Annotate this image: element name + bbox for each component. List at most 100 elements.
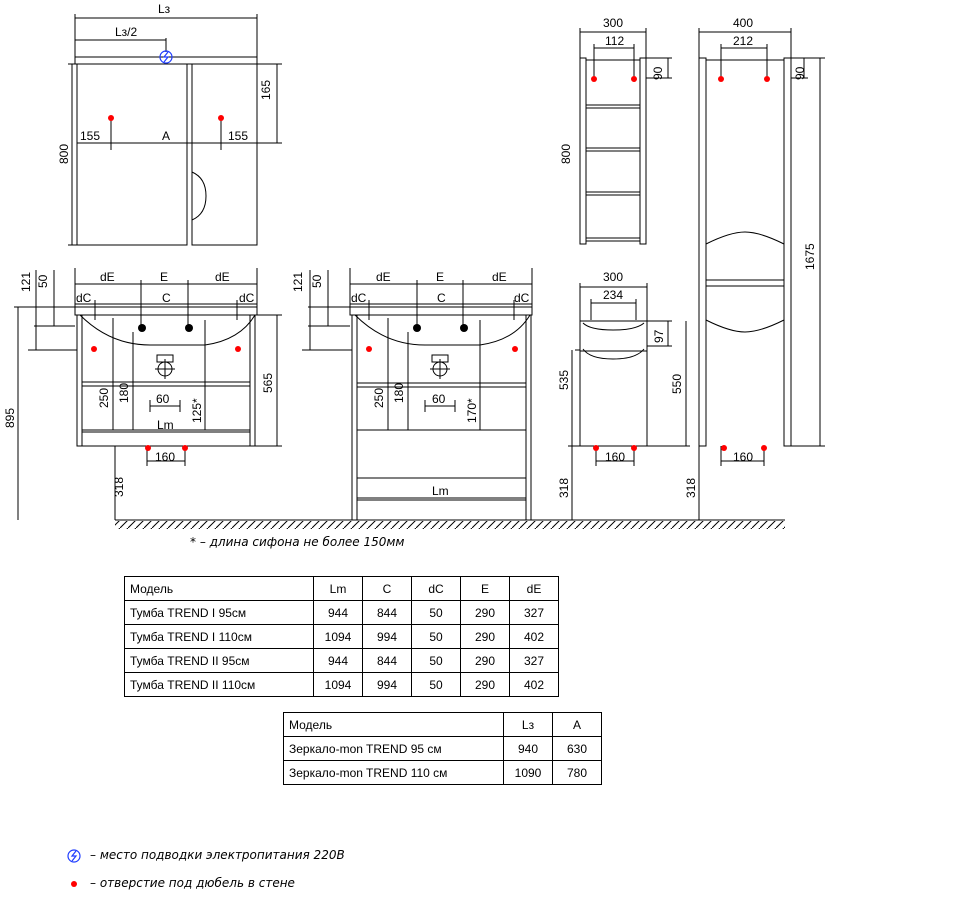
dim-v2-250: 250 — [372, 388, 386, 408]
red-dot-icon — [721, 445, 727, 451]
red-dot-icon — [512, 346, 518, 352]
red-dot-icon — [91, 346, 97, 352]
table-header-cell: dE — [509, 576, 559, 601]
dim-v1-121: 121 — [19, 272, 33, 292]
dim-v1-125: 125* — [190, 398, 204, 423]
siphon-footnote: * – длина сифона не более 150мм — [190, 535, 404, 549]
table-cell: 844 — [362, 600, 412, 625]
dim-v1-dE-left: dE — [100, 270, 115, 284]
table-cell: 994 — [362, 624, 412, 649]
dim-mirror-height: 800 — [57, 144, 71, 164]
table-header-cell: dC — [411, 576, 461, 601]
dim-shelf-holes: 112 — [605, 34, 624, 48]
legend-hole-icon — [71, 881, 77, 887]
table-row: Тумба TREND I 95см 944 844 50 290 327 — [124, 600, 559, 625]
table-cell: 844 — [362, 648, 412, 673]
table-row: Тумба TREND I 110см 1094 994 50 290 402 — [124, 624, 559, 649]
dim-v1-C: C — [162, 291, 171, 305]
dim-wall-535: 535 — [557, 370, 571, 390]
vanity-cabinet-type2 — [302, 268, 533, 521]
red-dot-icon — [718, 76, 724, 82]
legend-power-icon — [67, 849, 81, 863]
dim-v2-C: C — [437, 291, 446, 305]
dim-mirror-width: Lз — [158, 2, 171, 16]
dim-v1-E: E — [160, 270, 168, 284]
table-cell: 402 — [509, 624, 559, 649]
dim-v2-Lm: Lm — [432, 484, 449, 498]
dim-v1-60: 60 — [156, 392, 170, 406]
red-dot-icon — [182, 445, 188, 451]
dim-mirror-A: A — [162, 129, 170, 143]
dim-v2-E: E — [436, 270, 444, 284]
power-outlet-icon — [159, 50, 173, 64]
table-header-row: Модель Lm C dC E dE — [124, 576, 559, 601]
table-cell: 994 — [362, 672, 412, 697]
wall-cabinet-side — [568, 283, 690, 520]
table-cell: 290 — [460, 672, 510, 697]
table-header-cell: Модель — [124, 576, 314, 601]
dim-wall-318: 318 — [557, 478, 571, 498]
red-dot-icon — [218, 115, 224, 121]
dim-v1-318: 318 — [112, 477, 126, 497]
dim-v2-50: 50 — [310, 274, 324, 288]
dim-v2-dE-left: dE — [376, 270, 391, 284]
table-row: Зеркало-mon TREND 95 см 940 630 — [283, 736, 602, 761]
dim-tall-width: 400 — [733, 16, 753, 30]
dim-wall-holes: 234 — [603, 288, 623, 302]
dim-v1-50: 50 — [36, 274, 50, 288]
dim-v1-Lm: Lm — [157, 418, 174, 432]
dim-wall-160: 160 — [605, 450, 625, 464]
dim-wall-550: 550 — [670, 374, 684, 394]
dim-tall-bottom-160: 160 — [733, 450, 753, 464]
table-cell: 402 — [509, 672, 559, 697]
cabinet-dimensions-table: Модель Lm C dC E dE Тумба TREND I 95см 9… — [124, 576, 559, 697]
vanity-cabinet-type1 — [14, 268, 282, 520]
dim-v1-dE-right: dE — [215, 270, 230, 284]
table-row: Тумба TREND II 110см 1094 994 50 290 402 — [124, 672, 559, 697]
table-cell: Тумба TREND I 95см — [124, 600, 314, 625]
dim-v2-dC-right: dC — [514, 291, 530, 305]
red-dot-icon — [631, 76, 637, 82]
table-cell: 290 — [460, 624, 510, 649]
dim-v1-dC-left: dC — [76, 291, 92, 305]
legend-hole-label: – отверстие под дюбель в стене — [90, 876, 295, 890]
tall-cabinet-front — [698, 28, 825, 520]
table-cell: 290 — [460, 600, 510, 625]
red-dot-icon — [366, 346, 372, 352]
dim-v2-dE-right: dE — [492, 270, 507, 284]
table-cell: Тумба TREND II 110см — [124, 672, 314, 697]
table-cell: 944 — [313, 648, 363, 673]
tap-hole-icon — [185, 324, 193, 332]
dim-v2-60: 60 — [432, 392, 446, 406]
table-cell: 1094 — [313, 624, 363, 649]
table-cell: 944 — [313, 600, 363, 625]
table-cell: 290 — [460, 648, 510, 673]
table-cell: 630 — [552, 736, 602, 761]
table-cell: Тумба TREND I 110см — [124, 624, 314, 649]
dim-tall-floor-318: 318 — [684, 478, 698, 498]
table-row: Зеркало-mon TREND 110 см 1090 780 — [283, 760, 602, 785]
table-cell: 327 — [509, 600, 559, 625]
dim-v1-dC-right: dC — [239, 291, 255, 305]
dim-tall-height: 1675 — [803, 243, 817, 270]
dim-mirror-half: Lз/2 — [115, 25, 138, 39]
red-dot-icon — [593, 445, 599, 451]
table-cell: 50 — [411, 600, 461, 625]
table-header-row: Модель Lз A — [283, 712, 602, 737]
table-cell: 1090 — [503, 760, 553, 785]
red-dot-icon — [591, 76, 597, 82]
dim-v1-160: 160 — [155, 450, 175, 464]
dim-tall-holes: 212 — [733, 34, 753, 48]
dim-v1-250: 250 — [97, 388, 111, 408]
dim-v1-895: 895 — [3, 408, 17, 428]
table-header-cell: Модель — [283, 712, 504, 737]
table-header-cell: C — [362, 576, 412, 601]
wall-shelf-side — [579, 28, 672, 245]
table-cell: Зеркало-mon TREND 110 см — [283, 760, 504, 785]
dim-tall-top-90: 90 — [793, 66, 807, 80]
table-cell: 940 — [503, 736, 553, 761]
red-dot-icon — [631, 445, 637, 451]
dim-v2-170: 170* — [465, 398, 479, 423]
